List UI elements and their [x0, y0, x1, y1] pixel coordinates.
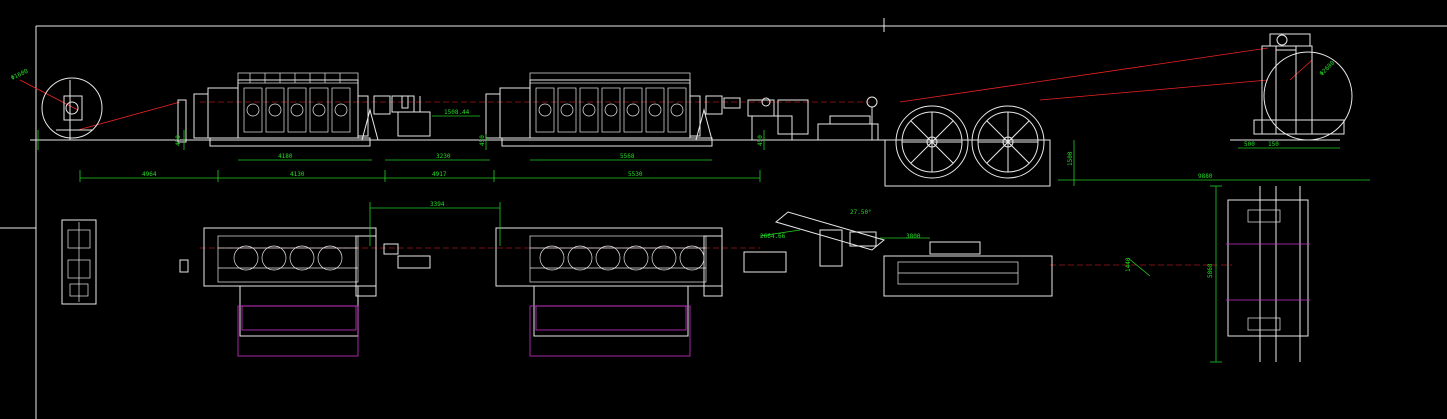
dim-3230: 3230	[436, 153, 451, 160]
dim-2664: 2664.66	[760, 233, 786, 240]
wire-centerline	[19, 47, 1313, 266]
dim-4130: 4130	[290, 171, 305, 178]
dim-1500: 1500	[1067, 151, 1074, 166]
top-dimensions	[37, 115, 1370, 186]
dim-150: 150	[1268, 141, 1279, 148]
dim-450b: 450	[479, 135, 486, 146]
dim-takeup-angle: Φ2600	[1318, 59, 1336, 77]
dim-450c: 450	[757, 135, 764, 146]
dim-1508: 1508.44	[444, 109, 470, 116]
dim-payoff-angle: Φ1600	[10, 68, 30, 82]
caterpillar-unit	[817, 96, 879, 141]
dim-4964: 4964	[142, 171, 157, 178]
capstan-1	[391, 95, 431, 137]
dim-5568: 5568	[620, 153, 635, 160]
plan-caterpillar	[883, 241, 1053, 297]
strander-unit-1	[177, 72, 391, 147]
dim-5530: 5530	[628, 171, 643, 178]
bottom-dimensions	[369, 185, 1222, 363]
dim-5868: 5868	[1207, 263, 1214, 278]
plan-strander-2	[495, 227, 787, 357]
drawing-frame	[0, 18, 1447, 419]
small-side-view	[61, 219, 97, 305]
payoff-stand	[41, 77, 103, 141]
dim-4180: 4180	[278, 153, 293, 160]
dim-9880: 9880	[1198, 173, 1213, 180]
dim-4917: 4917	[432, 171, 447, 178]
dim-500: 500	[1244, 141, 1255, 148]
plan-angled-unit	[774, 211, 886, 267]
dim-450a: 450	[175, 135, 182, 146]
plan-takeup	[1226, 186, 1310, 362]
strander-unit-2	[485, 72, 741, 147]
dim-3394: 3394	[430, 201, 445, 208]
dim-1440: 1440	[1125, 257, 1132, 272]
takeup-stand	[1230, 33, 1353, 141]
dim-angle: 27.50°	[850, 209, 872, 216]
taping-unit	[747, 97, 809, 141]
plan-strander-1	[179, 227, 431, 357]
dim-3800: 3800	[906, 233, 921, 240]
capstan-wheels	[884, 105, 1051, 187]
